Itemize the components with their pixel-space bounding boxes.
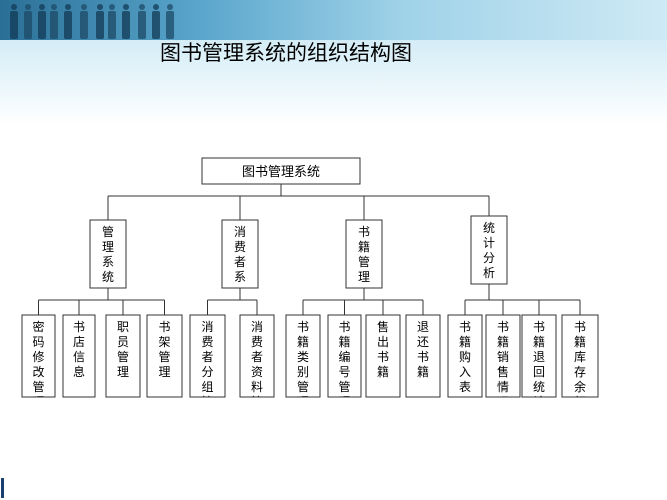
node-box [470,215,508,285]
header-banner [0,0,667,124]
leaf-node: 售出书籍 [365,314,401,398]
node-box [105,314,141,398]
branch-node: 管理系统 [89,219,127,289]
leaf-node: 书籍销售情况 [485,314,521,409]
node-label: 图书管理系统 [242,165,320,180]
node-label: 书架管理 [158,320,170,379]
node-box [146,314,183,398]
node-label: 书籍管理 [358,225,370,284]
root-node: 图书管理系统 [201,157,361,185]
leaf-node: 书籍购入表 [447,314,483,398]
node-box [521,314,557,398]
branch-node: 统计分析 [470,215,508,285]
node-label: 售出书籍 [377,319,389,379]
node-label: 消费者分组管 [201,320,213,409]
node-label: 书籍退回统计 [533,320,545,409]
branch-node: 书籍管理 [345,219,383,289]
node-label: 消费者资料管 [251,320,263,409]
node-label: 统计分析 [483,221,495,280]
node-label: 书店信息 [73,320,85,379]
node-label: 密码修改管理 [32,319,44,409]
leaf-node: 消费者资料管 [239,314,275,409]
leaf-node: 职员管理 [105,314,141,398]
leaf-node: 书店信息 [62,314,96,398]
node-box [365,314,401,398]
node-box [327,314,362,398]
node-label: 书籍编号管理 [338,320,350,409]
node-label: 消费者系 [234,225,246,284]
node-box [89,219,127,289]
leaf-node: 书籍编号管理 [327,314,362,409]
leaf-node: 书籍类别管理 [285,314,321,409]
node-label: 书籍库存余额 [574,320,586,409]
leaf-node: 密码修改管理 [21,314,56,409]
branch-node: 消费者系 [221,219,259,289]
leaf-node: 书籍退回统计 [521,314,557,409]
leaf-node: 消费者分组管 [189,314,226,409]
node-label: 书籍类别管理 [297,320,309,409]
leaf-node: 书籍库存余额 [561,314,599,409]
node-box [561,314,599,398]
node-box [21,314,56,398]
node-box [447,314,483,398]
left-accent-bar [1,478,4,498]
node-label: 管理系统 [102,224,114,284]
node-label: 退还书籍 [417,320,429,379]
slide-title: 图书管理系统的组织结构图 [160,41,412,65]
node-box [62,314,96,398]
node-label: 书籍购入表 [459,320,471,394]
node-label: 职员管理 [117,320,129,379]
leaf-node: 书架管理 [146,314,183,398]
node-box [405,314,441,398]
people-silhouettes-decoration [10,4,174,39]
node-box [201,157,361,185]
node-box [285,314,321,398]
node-box [189,314,226,398]
node-box [239,314,275,398]
node-label: 书籍销售情况 [497,320,509,409]
node-box [485,314,521,398]
leaf-node: 退还书籍 [405,314,441,398]
